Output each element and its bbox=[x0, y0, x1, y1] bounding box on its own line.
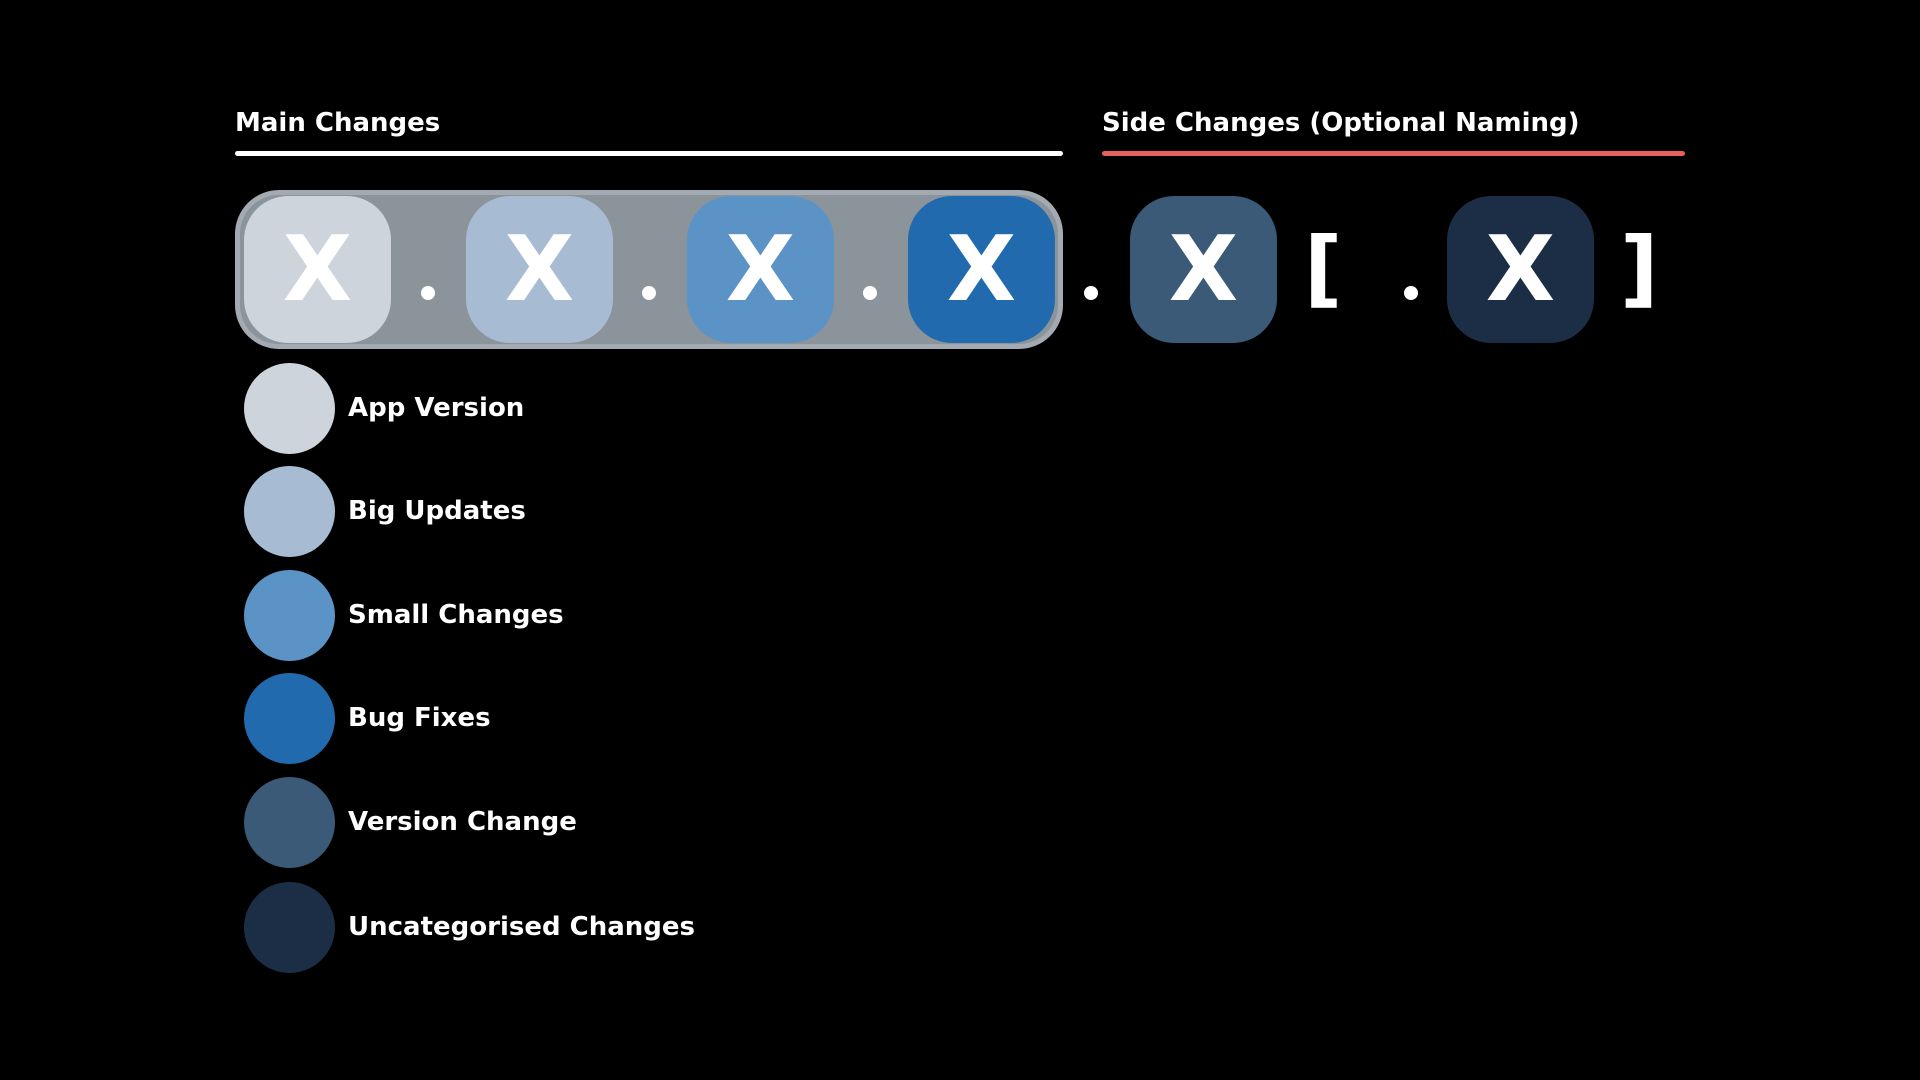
legend-swatch bbox=[244, 465, 335, 557]
side-changes-heading: Side Changes (Optional Naming) bbox=[1102, 108, 1580, 138]
side-changes-underline bbox=[1102, 151, 1685, 156]
separator-dot bbox=[1084, 286, 1098, 300]
legend-label: Big Updates bbox=[348, 496, 526, 526]
legend-swatch bbox=[244, 362, 335, 454]
separator-dot bbox=[1404, 286, 1418, 300]
legend-item: Big Updates bbox=[244, 465, 526, 557]
legend-swatch bbox=[244, 881, 335, 973]
version-tile-version-change: X bbox=[1130, 196, 1277, 343]
version-tile-small-changes: X bbox=[687, 196, 834, 343]
legend-label: Version Change bbox=[348, 807, 577, 837]
main-changes-heading: Main Changes bbox=[235, 108, 441, 138]
legend-swatch bbox=[244, 672, 335, 764]
legend-swatch bbox=[244, 776, 335, 868]
separator-dot bbox=[642, 286, 656, 300]
legend-swatch bbox=[244, 569, 335, 661]
version-tile-app-version: X bbox=[244, 196, 391, 343]
separator-dot bbox=[421, 286, 435, 300]
main-changes-underline bbox=[235, 151, 1063, 156]
legend-label: Bug Fixes bbox=[348, 703, 491, 733]
legend-item: Uncategorised Changes bbox=[244, 881, 695, 973]
legend-label: Small Changes bbox=[348, 600, 564, 630]
version-tile-uncategorised: X bbox=[1447, 196, 1594, 343]
legend-item: Small Changes bbox=[244, 569, 564, 661]
open-bracket: [ bbox=[1304, 219, 1343, 317]
legend-item: Version Change bbox=[244, 776, 577, 868]
legend-item: App Version bbox=[244, 362, 524, 454]
version-tile-bug-fixes: X bbox=[908, 196, 1055, 343]
legend-label: Uncategorised Changes bbox=[348, 912, 695, 942]
separator-dot bbox=[863, 286, 877, 300]
legend-label: App Version bbox=[348, 393, 525, 423]
legend-item: Bug Fixes bbox=[244, 672, 491, 764]
version-tile-big-updates: X bbox=[466, 196, 613, 343]
close-bracket: ] bbox=[1620, 219, 1659, 317]
